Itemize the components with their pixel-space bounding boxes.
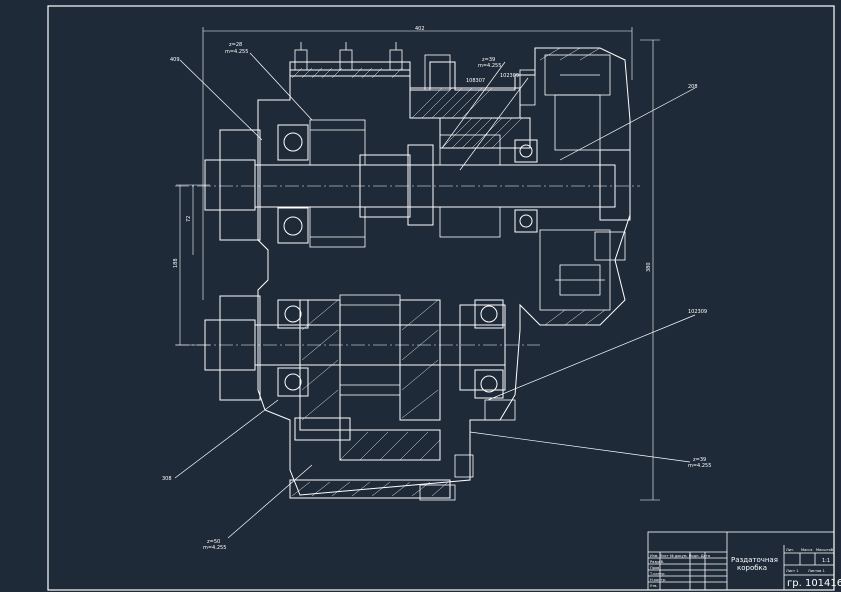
ref-top-left: 409 bbox=[170, 57, 180, 63]
gear-top-center-z: z=39 bbox=[482, 57, 495, 63]
leader-lines bbox=[174, 52, 696, 539]
tb-row-tcontrol: Т.контр. bbox=[649, 572, 666, 576]
drawing-frame bbox=[47, 5, 835, 591]
overall-width-dim: 402 bbox=[415, 26, 425, 32]
tb-col-scale: Масштаб bbox=[816, 548, 834, 552]
drawing-group: гр. 101416 bbox=[787, 578, 841, 589]
bearing-top-2: 102309 bbox=[500, 73, 519, 79]
tb-col-mass: Масса bbox=[801, 548, 812, 552]
height-dim: 380 bbox=[646, 262, 652, 272]
tb-row-developer: Разраб. bbox=[650, 560, 664, 564]
tb-row-approved: Утв. bbox=[650, 584, 658, 588]
bearings bbox=[277, 124, 538, 399]
gear-bottom-right-m: m=4.255 bbox=[688, 463, 711, 469]
title-block bbox=[647, 531, 835, 591]
drawing-scale: 1:1 bbox=[822, 558, 830, 564]
bearing-right: 102309 bbox=[688, 309, 707, 315]
gear-top-center-m: m=4.255 bbox=[478, 63, 501, 69]
clutch-assembly bbox=[539, 54, 611, 311]
tb-col-lit: Лит. bbox=[786, 548, 794, 552]
gears bbox=[309, 119, 501, 396]
gear-top-left-z: z=28 bbox=[229, 42, 242, 48]
ref-right: 208 bbox=[688, 84, 698, 90]
gear-bottom-left-m: m=4.255 bbox=[203, 545, 226, 551]
bearing-top-1: 108307 bbox=[466, 78, 485, 84]
center-dist-a: 72 bbox=[186, 216, 192, 222]
tb-sheet-left: Лист 1 bbox=[786, 569, 799, 573]
tb-header-row: Изм. Лист № докум. Подп. Дата bbox=[650, 554, 710, 558]
gear-top-left-m: m=4.255 bbox=[225, 49, 248, 55]
tb-sheet-right: Листов 1 bbox=[808, 569, 825, 573]
gear-bottom-left-z: z=50 bbox=[207, 539, 220, 545]
drawing-title-2: коробка bbox=[737, 564, 767, 572]
gear-bottom-right-z: z=39 bbox=[693, 457, 706, 463]
ref-bottom-left: 308 bbox=[162, 476, 172, 482]
center-dist-b: 188 bbox=[173, 258, 179, 268]
tb-row-ncontrol: Н.контр. bbox=[650, 578, 666, 582]
drawing-title-1: Раздаточная bbox=[731, 556, 778, 564]
tb-row-checker: Пров. bbox=[650, 566, 660, 570]
